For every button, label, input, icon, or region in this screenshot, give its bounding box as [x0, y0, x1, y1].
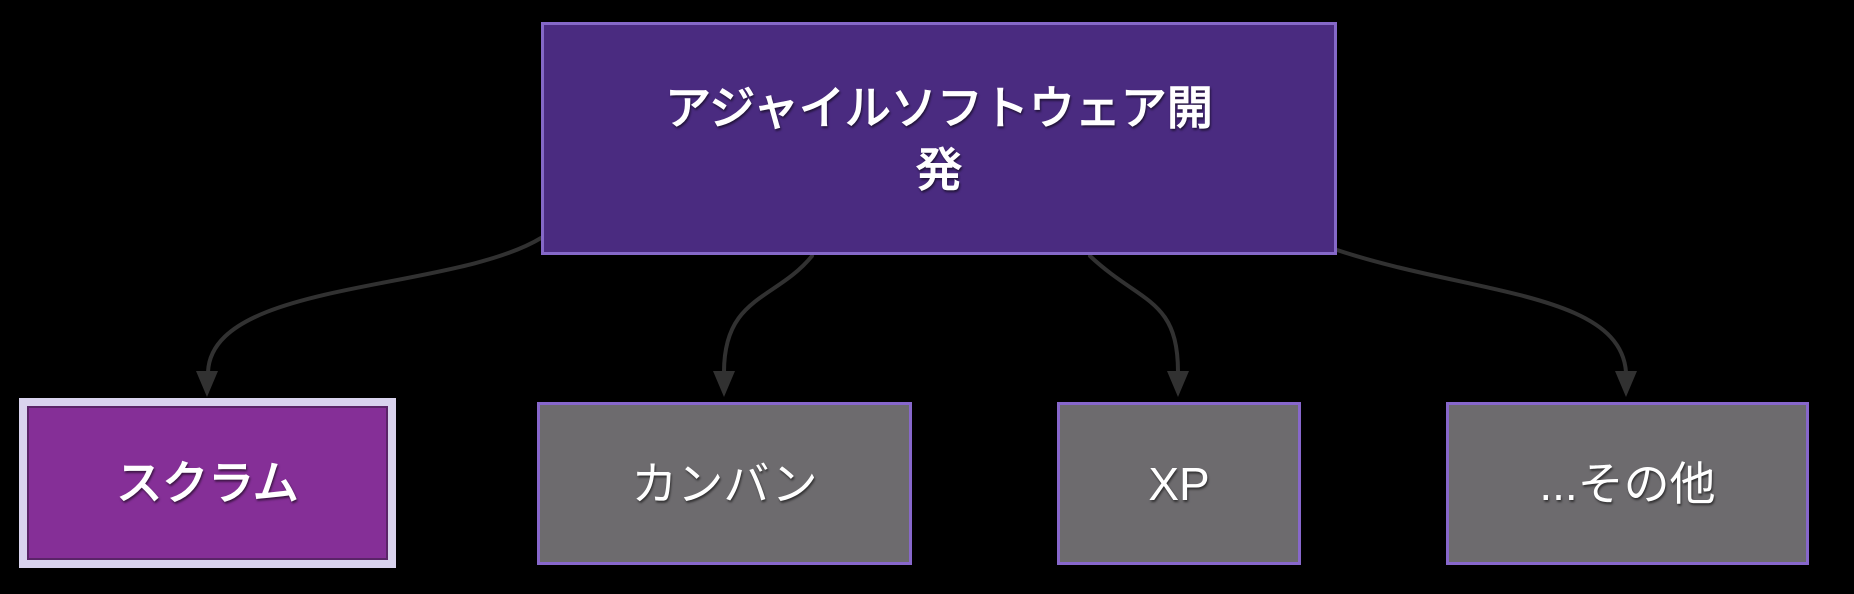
- node-label: XP: [1148, 457, 1210, 510]
- node-label: ...その他: [1539, 457, 1716, 510]
- edge-agile-to-kanban: [722, 254, 814, 374]
- node-label: アジャイルソフトウェア開発: [665, 81, 1213, 196]
- node-label: カンバン: [631, 457, 818, 510]
- node-label: スクラム: [116, 457, 299, 509]
- node-others: ...その他: [1446, 402, 1809, 565]
- arrowhead-icon: [1615, 371, 1637, 397]
- edge-agile-to-others: [1335, 248, 1628, 374]
- node-kanban: カンバン: [537, 402, 912, 565]
- arrowhead-icon: [713, 371, 735, 397]
- node-agile-software-development: アジャイルソフトウェア開発: [541, 22, 1337, 255]
- arrowhead-icon: [196, 371, 218, 397]
- arrowhead-icon: [1167, 371, 1189, 397]
- edge-agile-to-scrum: [206, 236, 543, 374]
- node-scrum: スクラム: [19, 398, 396, 568]
- edge-agile-to-xp: [1088, 254, 1180, 374]
- node-xp: XP: [1057, 402, 1301, 565]
